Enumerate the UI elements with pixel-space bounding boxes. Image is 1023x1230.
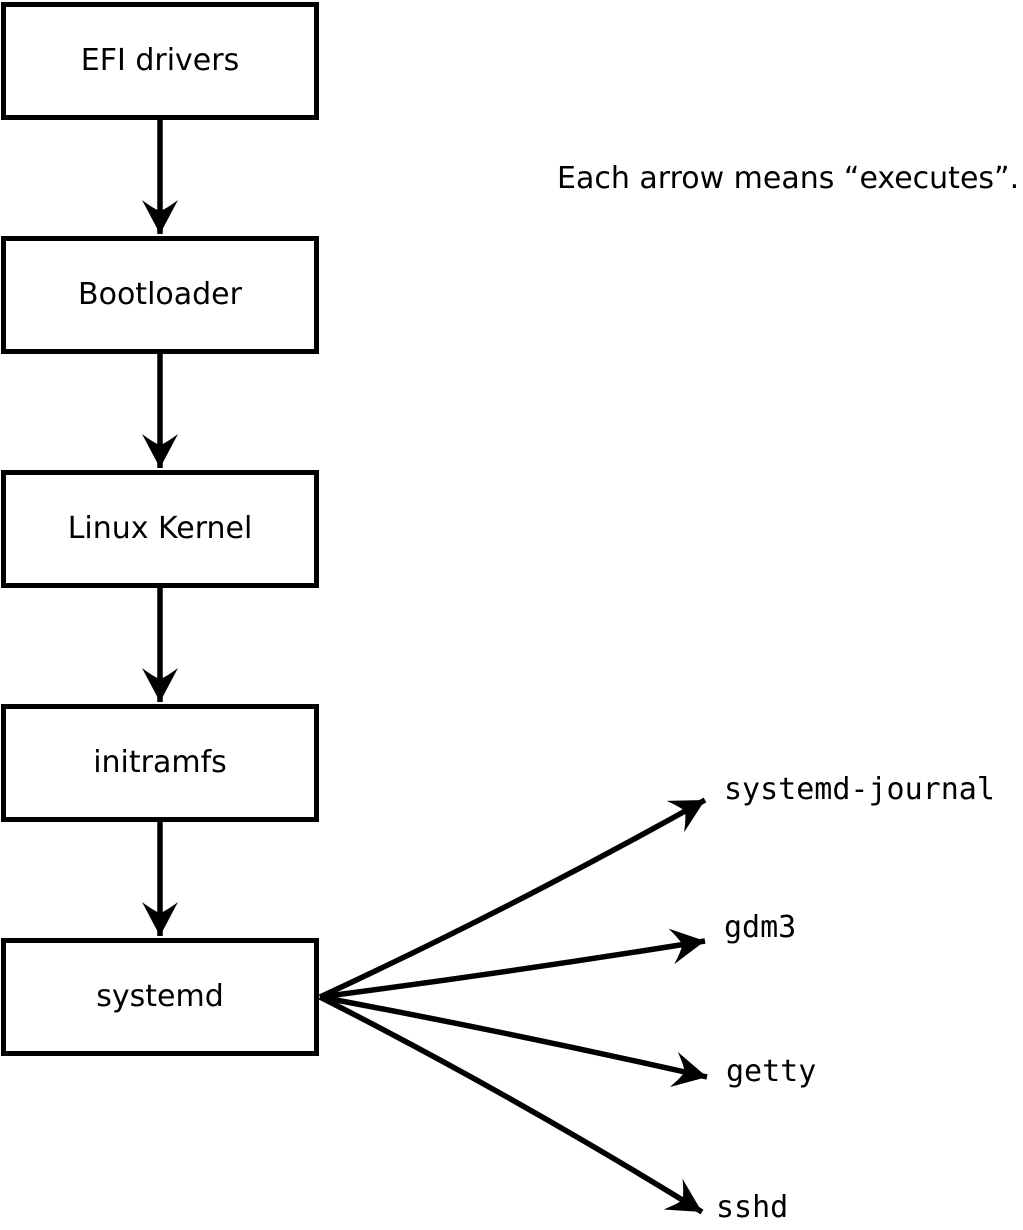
node-label: EFI drivers <box>80 43 240 78</box>
node-label: initramfs <box>93 745 227 780</box>
node-systemd: systemd <box>1 938 319 1056</box>
edge-systemd-to-sshd <box>318 994 704 1215</box>
label-sshd: sshd <box>716 1190 789 1225</box>
label-getty: getty <box>726 1054 817 1089</box>
node-linux-kernel: Linux Kernel <box>1 470 319 588</box>
node-label: systemd <box>96 979 224 1014</box>
node-initramfs: initramfs <box>1 704 319 822</box>
node-bootloader: Bootloader <box>1 236 319 354</box>
label-gdm3: gdm3 <box>724 910 797 945</box>
label-systemd-journal: systemd-journal <box>724 772 995 807</box>
node-efi-drivers: EFI drivers <box>1 2 319 120</box>
node-label: Linux Kernel <box>67 511 253 546</box>
edge-systemd-to-getty <box>319 994 708 1088</box>
edge-systemd-to-gdm3 <box>319 928 706 1000</box>
note-text: Each arrow means “executes”. <box>557 161 1020 196</box>
node-label: Bootloader <box>78 277 242 312</box>
edge-systemd-to-journal <box>318 797 707 1000</box>
